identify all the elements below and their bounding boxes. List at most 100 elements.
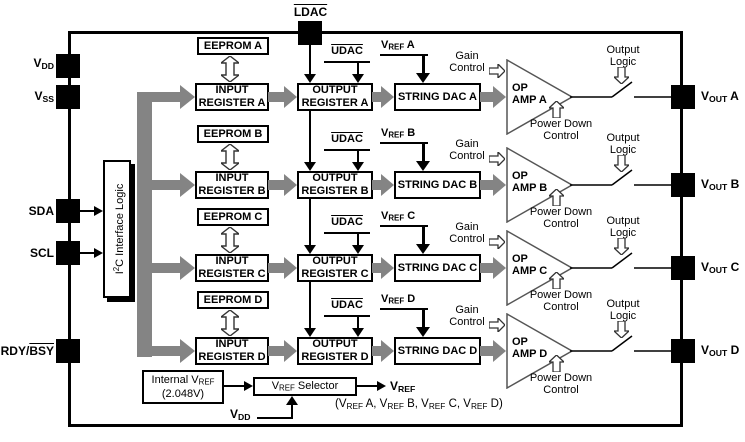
output-logic-label-line2: Logic xyxy=(609,309,637,322)
gain-control-label-line2: Control xyxy=(449,315,485,328)
internal-vref-label-line1: Internal VREF xyxy=(151,373,215,387)
reg-bus-arrowhead-icon xyxy=(284,86,297,108)
gain-control-label: Gain Control xyxy=(441,50,493,74)
dac-channel-row: EEPROM C INPUT REGISTER C UDAC OUTPUT RE… xyxy=(0,208,745,330)
input-register-label-line2: REGISTER B xyxy=(198,185,266,197)
ldac-pin-label: LDAC xyxy=(293,5,328,19)
gain-control-label: Gain Control xyxy=(441,138,493,162)
bus-branch xyxy=(140,180,182,190)
vref-channel-label: VREF A xyxy=(381,39,415,52)
gain-control-label-line1: Gain xyxy=(455,221,479,233)
power-down-control-label: Power Down Control xyxy=(516,206,606,230)
power-down-label-line2: Control xyxy=(543,383,579,396)
string-dac-box: STRING DAC C xyxy=(394,254,481,282)
reg-bus-arrowhead-icon xyxy=(493,257,506,279)
reg-bus-arrowhead-icon xyxy=(284,174,297,196)
gain-control-arrow-icon xyxy=(489,235,505,249)
vref-wire xyxy=(422,225,425,245)
udac-label: UDAC xyxy=(331,216,363,228)
output-register-box: OUTPUT REGISTER C xyxy=(297,254,373,282)
op-amp-label-line2: AMP C xyxy=(512,265,548,277)
vref-underbar xyxy=(380,225,428,227)
reg-bus-arrowhead-icon xyxy=(493,86,506,108)
dac-channel-row: EEPROM B INPUT REGISTER B UDAC OUTPUT RE… xyxy=(0,125,745,247)
vss-pin xyxy=(56,85,80,109)
reg-bus xyxy=(372,92,383,102)
output-register-label-line1: OUTPUT xyxy=(312,338,358,350)
vref-underbar xyxy=(380,308,428,310)
vref-channel-label: VREF B xyxy=(381,127,416,140)
output-switch xyxy=(570,81,671,98)
input-register-label-line1: INPUT xyxy=(215,255,249,267)
string-dac-label: STRING DAC D xyxy=(397,345,478,357)
input-register-label-line1: INPUT xyxy=(215,84,249,96)
vout-pin-label: VOUT B xyxy=(701,177,740,192)
input-register-label-line2: REGISTER A xyxy=(198,97,266,109)
op-amp-triangle xyxy=(506,230,574,306)
power-down-label-line1: Power Down xyxy=(529,289,593,301)
vref-underbar xyxy=(380,54,428,56)
power-down-label-line1: Power Down xyxy=(529,372,593,384)
vref-wire xyxy=(422,142,425,162)
output-logic-arrow-icon xyxy=(614,321,629,338)
ldac-wire xyxy=(309,43,311,77)
output-switch xyxy=(570,335,671,352)
power-down-label-line2: Control xyxy=(543,217,579,230)
vss-pin-label: VSS xyxy=(34,89,54,104)
dac-channel-row: EEPROM D INPUT REGISTER D UDAC OUTPUT RE… xyxy=(0,291,745,413)
output-register-box: OUTPUT REGISTER A xyxy=(297,83,373,111)
udac-arrowhead-icon xyxy=(352,74,364,83)
op-amp-triangle xyxy=(506,147,574,223)
reg-bus xyxy=(268,92,286,102)
vref-out-arrowhead-icon xyxy=(377,381,386,391)
vout-pin xyxy=(671,339,695,363)
input-register-label-line2: REGISTER C xyxy=(198,268,266,280)
ldac-arrowhead-icon xyxy=(304,162,316,171)
output-logic-arrow-icon xyxy=(614,67,629,84)
vref-arrowhead-icon xyxy=(416,244,430,254)
reg-bus xyxy=(268,180,286,190)
reg-bus-arrowhead-icon xyxy=(493,174,506,196)
op-amp-triangle xyxy=(506,313,574,389)
reg-bus xyxy=(372,180,383,190)
sda-wire xyxy=(80,210,96,212)
power-down-label-line1: Power Down xyxy=(529,118,593,130)
bus-branch-arrowhead-icon xyxy=(180,256,195,280)
output-register-label-line1: OUTPUT xyxy=(312,172,358,184)
input-register-label-line2: REGISTER D xyxy=(198,351,266,363)
reg-bus xyxy=(268,346,286,356)
bus-branch-arrowhead-icon xyxy=(180,85,195,109)
string-dac-label: STRING DAC B xyxy=(397,179,478,191)
vout-pin xyxy=(671,173,695,197)
udac-underbar xyxy=(324,61,370,63)
string-dac-box: STRING DAC D xyxy=(394,337,481,365)
reg-bus-arrowhead-icon xyxy=(381,86,394,108)
internal-vref-box: Internal VREF (2.048V) xyxy=(142,370,224,404)
reg-bus xyxy=(480,346,495,356)
output-register-label-line2: REGISTER B xyxy=(301,185,369,197)
eeprom-label: EEPROM C xyxy=(203,211,263,223)
power-down-arrow-icon xyxy=(549,355,564,372)
string-dac-box: STRING DAC B xyxy=(394,171,481,199)
op-amp-label-line1: OP xyxy=(512,253,528,265)
vout-pin-label: VOUT A xyxy=(701,89,739,104)
output-logic-label: Output Logic xyxy=(597,132,649,156)
eeprom-box: EEPROM C xyxy=(197,208,269,226)
input-register-label-line1: INPUT xyxy=(215,338,249,350)
bus-branch-arrowhead-icon xyxy=(180,339,195,363)
vref-channel-label: VREF D xyxy=(381,293,416,306)
udac-wire xyxy=(357,151,359,163)
op-amp-label-line2: AMP A xyxy=(512,94,547,106)
output-switch xyxy=(570,252,671,269)
eeprom-label: EEPROM A xyxy=(203,40,263,52)
gain-control-label-line1: Gain xyxy=(455,50,479,62)
vdd-pin xyxy=(56,54,80,78)
udac-label: UDAC xyxy=(331,133,363,145)
string-dac-label: STRING DAC C xyxy=(397,262,478,274)
vout-pin-label: VOUT D xyxy=(701,343,740,358)
vdd-selector-wire-h xyxy=(257,417,293,419)
input-register-label-line1: INPUT xyxy=(215,172,249,184)
input-register-box: INPUT REGISTER C xyxy=(195,254,269,282)
vref-channel-label: VREF C xyxy=(381,210,416,223)
reg-bus xyxy=(268,263,286,273)
